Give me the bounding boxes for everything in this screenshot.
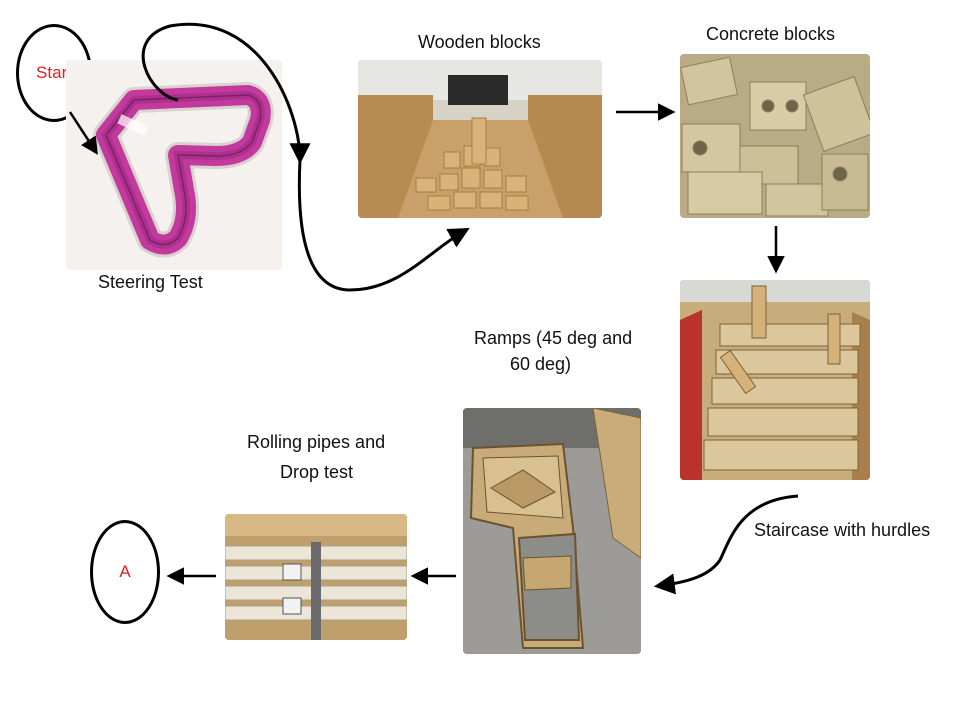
ramps-caption-line1: Ramps (45 deg and bbox=[474, 328, 633, 348]
staircase-to-ramps-arrow bbox=[653, 494, 799, 595]
steering-to-wooden-loop bbox=[141, 22, 311, 165]
end-label: A bbox=[119, 562, 131, 581]
concrete-blocks-caption: Concrete blocks bbox=[706, 24, 836, 44]
steering-test-image bbox=[66, 60, 282, 270]
ramps-image bbox=[463, 408, 641, 654]
rolling-pipes-image bbox=[225, 514, 407, 640]
steering-test-caption: Steering Test bbox=[98, 272, 203, 292]
staircase-image bbox=[680, 280, 870, 480]
wooden-blocks-image bbox=[358, 60, 602, 218]
pipes-caption-line1: Rolling pipes and bbox=[247, 432, 386, 452]
end-node-a: A bbox=[90, 520, 160, 624]
wooden-blocks-caption: Wooden blocks bbox=[418, 32, 541, 52]
steering-to-wooden-curve bbox=[297, 159, 470, 292]
ramps-caption-line2: 60 deg) bbox=[510, 354, 572, 374]
pipes-caption-line2: Drop test bbox=[280, 462, 354, 482]
concrete-blocks-image bbox=[680, 54, 870, 218]
staircase-caption: Staircase with hurdles bbox=[754, 520, 931, 540]
start-to-steering-arrow bbox=[68, 111, 98, 155]
start-label: Start bbox=[36, 63, 72, 82]
